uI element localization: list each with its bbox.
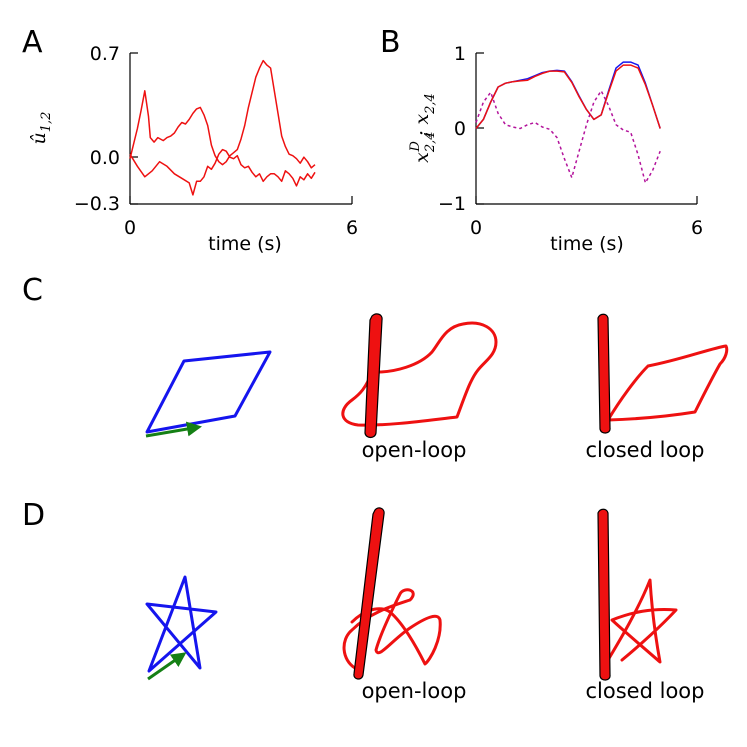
panel-c-openloop-trajectory: [341, 321, 498, 427]
panel-letter-d: D: [22, 498, 45, 533]
panel-d-caption-closedloop: closed loop: [586, 679, 705, 703]
panel-b-series-line-0: [475, 61, 661, 129]
panel-c: C open-loop closed loop: [22, 273, 729, 462]
panel-d-caption-openloop: open-loop: [362, 679, 467, 703]
panel-letter-b: B: [380, 25, 401, 60]
panel-c-caption-openloop: open-loop: [362, 438, 467, 462]
panel-d-openloop-trajectory: [342, 588, 442, 670]
panel-c-closedloop-trajectory: [606, 344, 729, 422]
panel-d-closedloop-trajectory: [606, 578, 678, 664]
panel-d-start-arrow: [147, 652, 187, 681]
panel-c-closedloop-arm: [597, 313, 611, 434]
panel-d-target-star: [145, 575, 218, 673]
panel-b-series-group: [475, 61, 661, 184]
panel-c-openloop-arm: [364, 313, 383, 439]
panel-a-ytick-label-2: −0.3: [74, 193, 120, 215]
panel-d-closedloop-arm: [597, 508, 611, 681]
panel-d: D open-loop closed loop: [22, 498, 704, 703]
panel-b-ytick-label-1: 0: [454, 118, 466, 140]
panel-a: A 0.7 0.0 −0.3 0 6 time (s) û1,2: [22, 25, 358, 255]
panel-a-ylabel: û1,2: [28, 112, 54, 145]
panel-c-caption-closedloop: closed loop: [586, 438, 705, 462]
panel-a-xtick-label-0: 0: [124, 217, 136, 239]
panel-d-openloop-arm: [353, 507, 385, 680]
panel-a-ytick-label-1: 0.0: [90, 147, 120, 169]
panel-b-xtick-label-0: 0: [470, 217, 482, 239]
panel-a-xtick-label-1: 6: [346, 217, 358, 239]
panel-a-ytick-label-0: 0.7: [90, 43, 120, 65]
svg-text:û1,2: û1,2: [28, 112, 54, 145]
panel-b-series-line-1: [475, 64, 661, 129]
panel-a-series-line-0: [129, 59, 316, 169]
panel-c-target-parallelogram: [145, 350, 272, 434]
panel-c-start-arrow: [145, 421, 202, 438]
panel-letter-c: C: [22, 273, 43, 308]
panel-b-series-line-2: [475, 90, 661, 184]
panel-b-xlabel: time (s): [550, 233, 624, 255]
panel-b: B 1 0 −1 0 6 time (s) x2,4D; x2,4: [380, 25, 703, 255]
panel-a-series-group: [129, 59, 316, 196]
panel-b-xtick-label-1: 6: [691, 217, 703, 239]
panel-b-ylabel: x2,4D; x2,4: [408, 93, 438, 163]
svg-text:x2,4D; x2,4: x2,4D; x2,4: [408, 93, 438, 163]
panel-a-xlabel: time (s): [208, 233, 282, 255]
panel-letter-a: A: [22, 25, 43, 60]
panel-a-series-line-1: [129, 148, 316, 196]
panel-b-ytick-label-2: −1: [438, 193, 466, 215]
panel-b-ytick-label-0: 1: [454, 43, 466, 65]
